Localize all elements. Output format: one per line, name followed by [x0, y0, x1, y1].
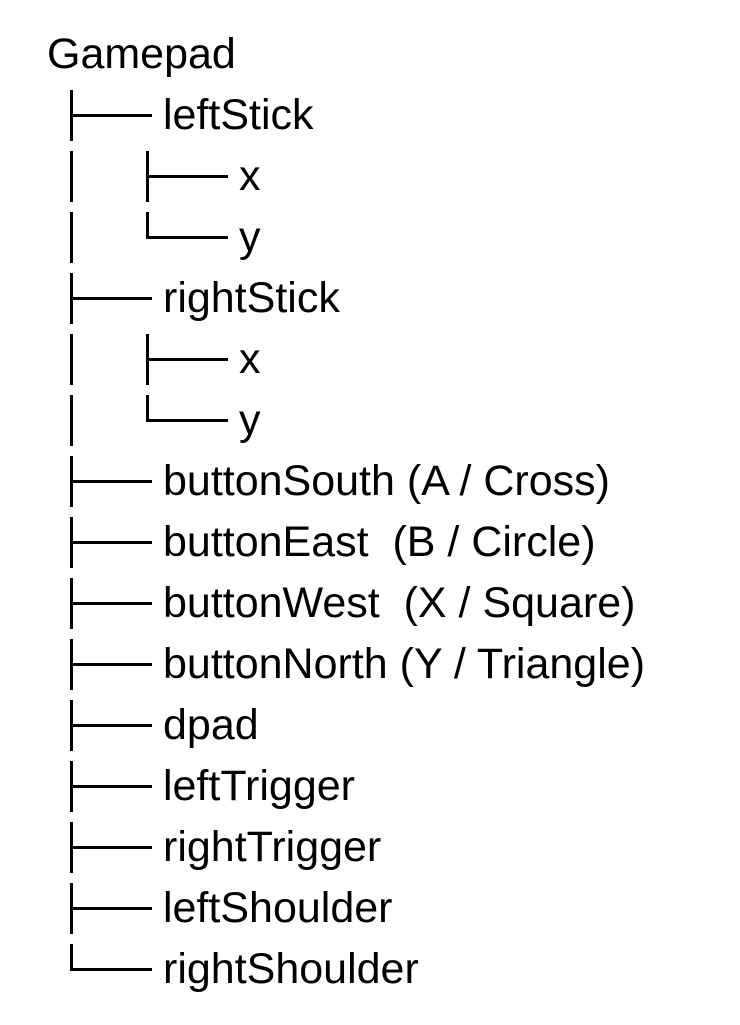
tree-node-label: rightTrigger [163, 823, 382, 871]
tree-branch-connector-icon [70, 85, 152, 146]
tree-branch-connector-icon [70, 634, 152, 695]
tree-branch-connector-icon [146, 146, 228, 207]
tree-branch-connector-icon [70, 451, 152, 512]
tree-row: y [46, 207, 740, 268]
tree-row: rightShoulder [46, 939, 740, 1000]
tree-pipe-connector-icon [70, 207, 146, 268]
tree-row: buttonEast (B / Circle) [46, 512, 740, 573]
tree-root-label: Gamepad [47, 30, 236, 78]
tree-branch-connector-icon [70, 756, 152, 817]
tree-row: x [46, 146, 740, 207]
tree-row: y [46, 390, 740, 451]
tree-row: rightStick [46, 268, 740, 329]
tree-row: dpad [46, 695, 740, 756]
tree-node-label: buttonEast (B / Circle) [163, 518, 596, 566]
tree-corner-connector-icon [146, 390, 228, 451]
tree-row: leftShoulder [46, 878, 740, 939]
tree-node-label: x [239, 335, 261, 383]
tree-row: buttonWest (X / Square) [46, 573, 740, 634]
tree-node-label: x [239, 152, 261, 200]
tree-branch-connector-icon [70, 695, 152, 756]
tree-branch-connector-icon [146, 329, 228, 390]
tree-root-row: Gamepad [46, 24, 740, 85]
tree-node-label: rightStick [163, 274, 340, 322]
tree-branch-connector-icon [70, 573, 152, 634]
tree-node-label: leftShoulder [163, 884, 393, 932]
tree-pipe-connector-icon [70, 390, 146, 451]
tree-branch-connector-icon [70, 512, 152, 573]
tree-row: leftTrigger [46, 756, 740, 817]
tree-corner-connector-icon [70, 939, 152, 1000]
tree-corner-connector-icon [146, 207, 228, 268]
tree-row: leftStick [46, 85, 740, 146]
tree-node-label: rightShoulder [163, 945, 419, 993]
tree-node-label: y [239, 213, 261, 261]
tree-node-label: buttonWest (X / Square) [163, 579, 636, 627]
tree-node-label: y [239, 396, 261, 444]
tree-row: rightTrigger [46, 817, 740, 878]
tree-branch-connector-icon [70, 817, 152, 878]
tree-pipe-connector-icon [70, 329, 146, 390]
tree-branch-connector-icon [70, 878, 152, 939]
tree-node-label: buttonNorth (Y / Triangle) [163, 640, 646, 688]
tree-node-label: leftTrigger [163, 762, 355, 810]
tree-row: buttonNorth (Y / Triangle) [46, 634, 740, 695]
tree-row: buttonSouth (A / Cross) [46, 451, 740, 512]
tree-node-label: leftStick [163, 91, 314, 139]
tree-node-label: dpad [163, 701, 259, 749]
tree-pipe-connector-icon [70, 146, 146, 207]
tree-branch-connector-icon [70, 268, 152, 329]
tree-row: x [46, 329, 740, 390]
tree-node-label: buttonSouth (A / Cross) [163, 457, 610, 505]
